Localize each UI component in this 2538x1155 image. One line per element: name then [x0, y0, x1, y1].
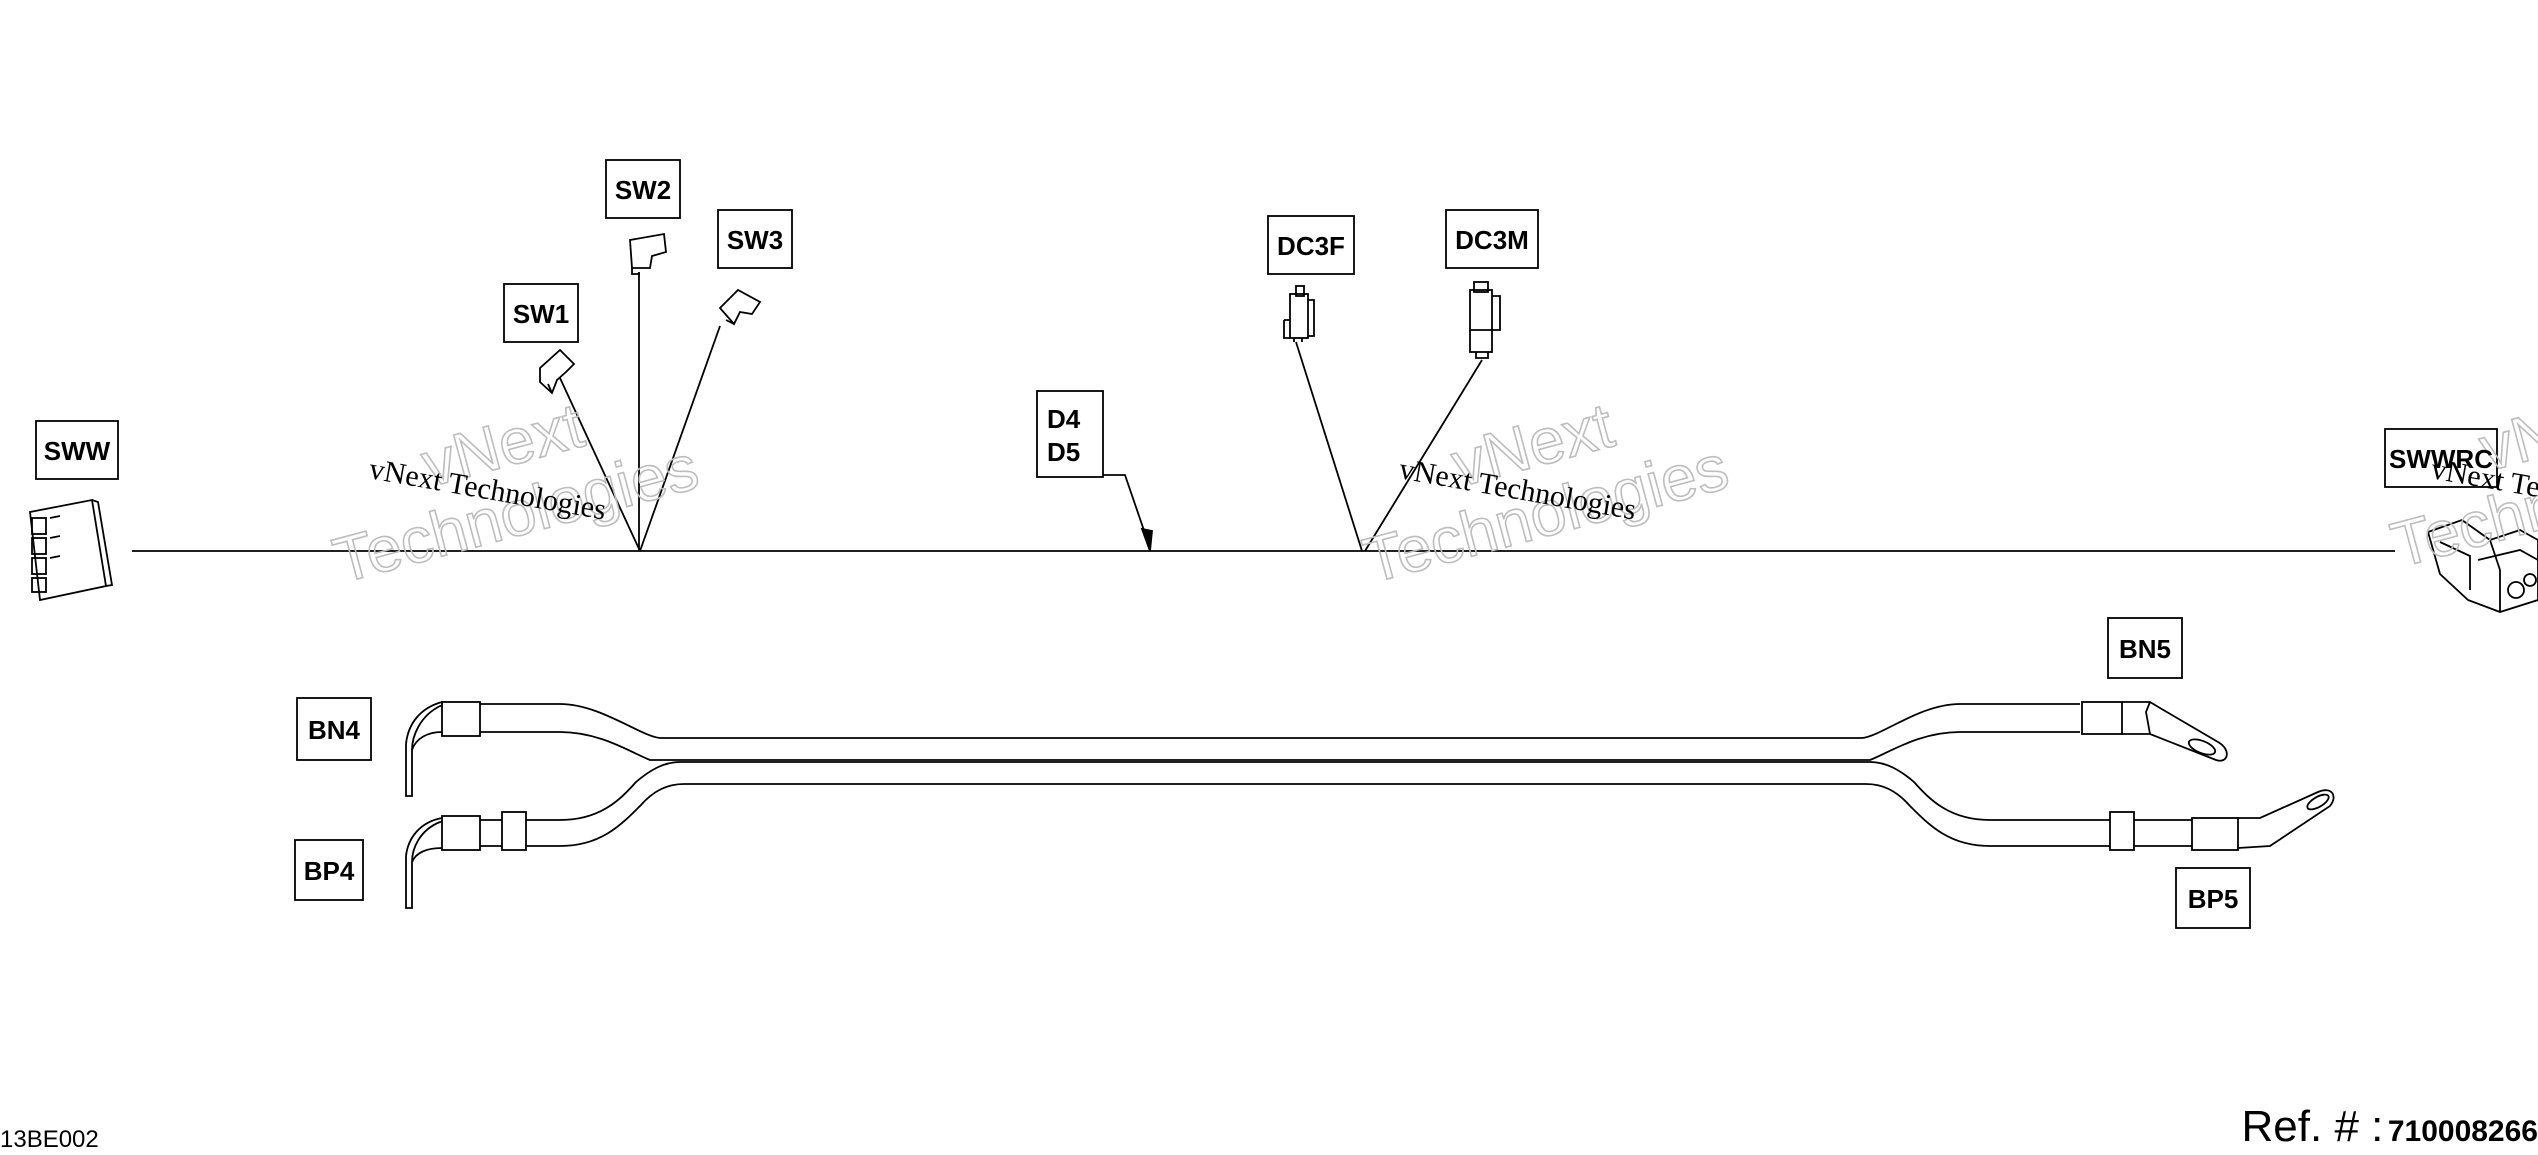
- label-box-bn4: [296, 697, 372, 761]
- reference-number: Ref. # : 710008266: [2242, 1102, 2538, 1152]
- dc3m-connector: [1469, 281, 1501, 359]
- d4d5-leader: [1103, 474, 1151, 549]
- label-swwrc: SWWRC: [2389, 444, 2493, 474]
- label-dc3f: DC3F: [1277, 231, 1345, 261]
- label-box-d4d5: [1036, 390, 1104, 478]
- label-box-bp4: [294, 839, 364, 901]
- label-box-sw3: [717, 209, 793, 269]
- label-box-sww: [35, 420, 119, 480]
- d4d5-arrowhead: [1140, 527, 1153, 552]
- label-bp5: BP5: [2188, 884, 2239, 914]
- label-d5: D5: [1047, 437, 1080, 467]
- label-bn4: BN4: [308, 715, 361, 745]
- label-box-swwrc: [2384, 428, 2498, 488]
- swwrc-connector: [2426, 518, 2538, 613]
- label-box-bn5: [2107, 617, 2183, 679]
- label-bp4: BP4: [304, 856, 355, 886]
- dc3f-branch-wire: [1295, 341, 1363, 552]
- sw3-branch-wire: [639, 325, 721, 552]
- label-dc3m: DC3M: [1455, 225, 1529, 255]
- sw2-connector: [629, 232, 667, 275]
- sww-connector: [29, 498, 114, 602]
- sw3-connector: [718, 288, 762, 326]
- reference-value: 710008266: [2387, 1115, 2538, 1148]
- label-box-bp5: [2175, 867, 2251, 929]
- label-sw2: SW2: [615, 175, 671, 205]
- label-bn5: BN5: [2119, 634, 2171, 664]
- label-box-dc3m: [1445, 209, 1539, 269]
- label-sw1: SW1: [513, 299, 569, 329]
- label-box-sw2: [605, 159, 681, 219]
- sw1-connector: [539, 348, 576, 395]
- dc3m-branch-wire: [1364, 359, 1483, 552]
- label-box-dc3f: [1267, 215, 1355, 275]
- dc3f-connector: [1283, 285, 1315, 342]
- label-sw3: SW3: [727, 225, 783, 255]
- label-d4: D4: [1047, 404, 1081, 434]
- label-sww: SWW: [44, 436, 111, 466]
- label-box-sw1: [503, 283, 579, 343]
- bn-cable: [405, 701, 2228, 797]
- reference-label: Ref. # :: [2241, 1102, 2384, 1151]
- bp-cable: [405, 761, 2335, 909]
- diagram-code: 13BE002: [0, 1126, 99, 1153]
- sw1-branch-wire: [559, 377, 641, 552]
